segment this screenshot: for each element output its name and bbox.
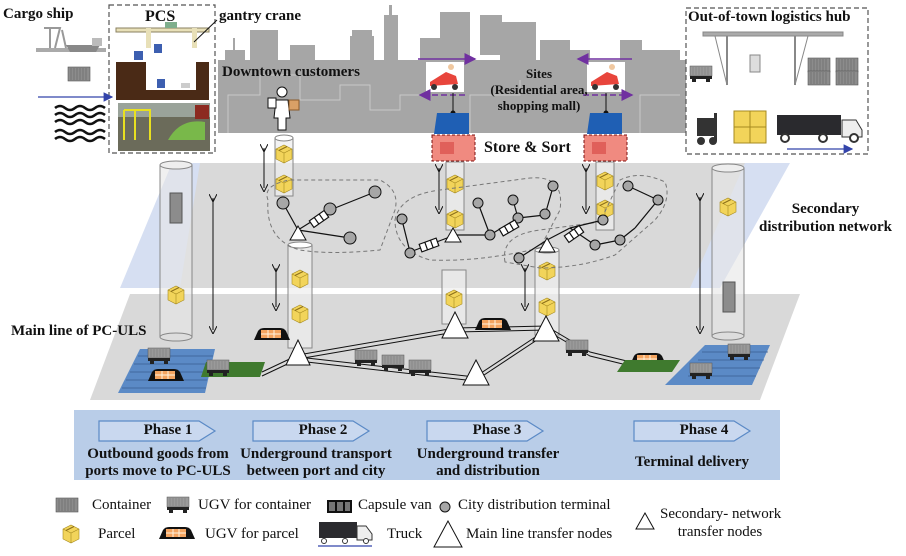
phase-desc: Underground transport: [240, 446, 392, 462]
hub-label: Out-of-town logistics hub: [688, 9, 851, 25]
pcs-cross-section: [115, 22, 210, 151]
phase-desc: ports move to PC-ULS: [85, 463, 231, 479]
phase-desc: Outbound goods from: [87, 446, 229, 462]
cluster-outline: [266, 175, 668, 269]
left-dock: [118, 347, 265, 393]
gantry-crane-pointer: [193, 19, 218, 43]
legend-truck: Truck: [387, 526, 423, 542]
city-distribution-terminals: [276, 180, 664, 264]
right-dock: [617, 343, 770, 385]
legend-ugv-parcel: UGV for parcel: [205, 526, 299, 542]
site-left-icon: [434, 93, 469, 134]
pcs-box: [108, 4, 216, 154]
right-shaft: [711, 163, 745, 341]
secondary-network-label: Secondary distribution network: [748, 200, 903, 236]
customer-icon: [267, 86, 300, 131]
gantry-crane-label: gantry crane: [219, 8, 302, 24]
secondary-transfer-nodes: [289, 224, 556, 253]
cargo-ship-icon: [36, 27, 106, 52]
phase-label: Phase 1: [143, 422, 193, 438]
hub-truck-icon: [777, 115, 863, 143]
forklift-icon: [697, 113, 717, 145]
sites-label-line: Sites: [526, 66, 552, 81]
sites-label: Sites (Residential area, shopping mall): [479, 66, 599, 114]
legend-secondary-node: Secondary- network transfer nodes: [660, 505, 782, 541]
site-shaft-left: [445, 161, 465, 231]
scooter-right-icon: [587, 62, 625, 92]
connecting-shaft: [287, 241, 313, 349]
legend-capsule-van: Capsule van: [358, 497, 432, 513]
secondary-network-label-line: Secondary: [791, 201, 860, 217]
ugv-parcel-icon: [253, 327, 291, 341]
left-shaft: [159, 160, 193, 342]
skyline-outlines: [227, 74, 680, 133]
legend-ugv-container: UGV for container: [198, 497, 312, 513]
hub-container-icon: [835, 70, 859, 86]
main-line-transfer-nodes: [285, 310, 560, 386]
legend-city-terminal: City distribution terminal: [458, 497, 611, 513]
pcs-label: PCS: [145, 8, 176, 25]
port-container-icon: [67, 66, 91, 82]
downtown-shaft: [274, 134, 294, 197]
phase-desc: and distribution: [436, 463, 540, 479]
phase-label: Phase 4: [679, 422, 729, 438]
store-sort-left: [431, 134, 476, 162]
hub-gantry-icon: [702, 31, 844, 86]
ugv-parcel-icon: [474, 317, 512, 331]
store-sort-label: Store & Sort: [484, 139, 571, 156]
scooter-left-icon: [426, 62, 464, 92]
site-shaft-right: [595, 161, 615, 231]
waves-icon: [54, 104, 106, 143]
phase-label: Phase 3: [472, 422, 522, 438]
sites-label-line: (Residential area,: [490, 82, 588, 97]
legend-secondary-node-line: Secondary- network: [660, 506, 782, 522]
hub-container-icon: [835, 57, 859, 73]
phase-4: Phase 4 Terminal delivery: [612, 420, 772, 471]
legend-secondary-node-line: transfer nodes: [677, 524, 763, 540]
downtown-customers-label: Downtown customers: [222, 64, 360, 80]
site-right-icon: [587, 93, 622, 134]
parcel-stack-icon: [733, 110, 767, 144]
hub-container-icon: [807, 57, 831, 73]
store-sort-right: [583, 134, 628, 162]
cargo-ship-label: Cargo ship: [3, 6, 74, 22]
hub-container-icon: [807, 70, 831, 86]
sites-label-line: shopping mall): [497, 98, 581, 113]
phase-desc: Terminal delivery: [634, 454, 750, 470]
phase-label: Phase 2: [298, 422, 348, 438]
secondary-network-label-line: distribution network: [759, 219, 892, 235]
legend-container: Container: [92, 497, 152, 513]
legend-parcel: Parcel: [98, 526, 136, 542]
phase-desc: Underground transfer: [416, 446, 560, 462]
main-line-label: Main line of PC-ULS: [11, 323, 147, 339]
legend-main-node: Main line transfer nodes: [466, 526, 613, 542]
phase-desc: between port and city: [246, 463, 386, 479]
